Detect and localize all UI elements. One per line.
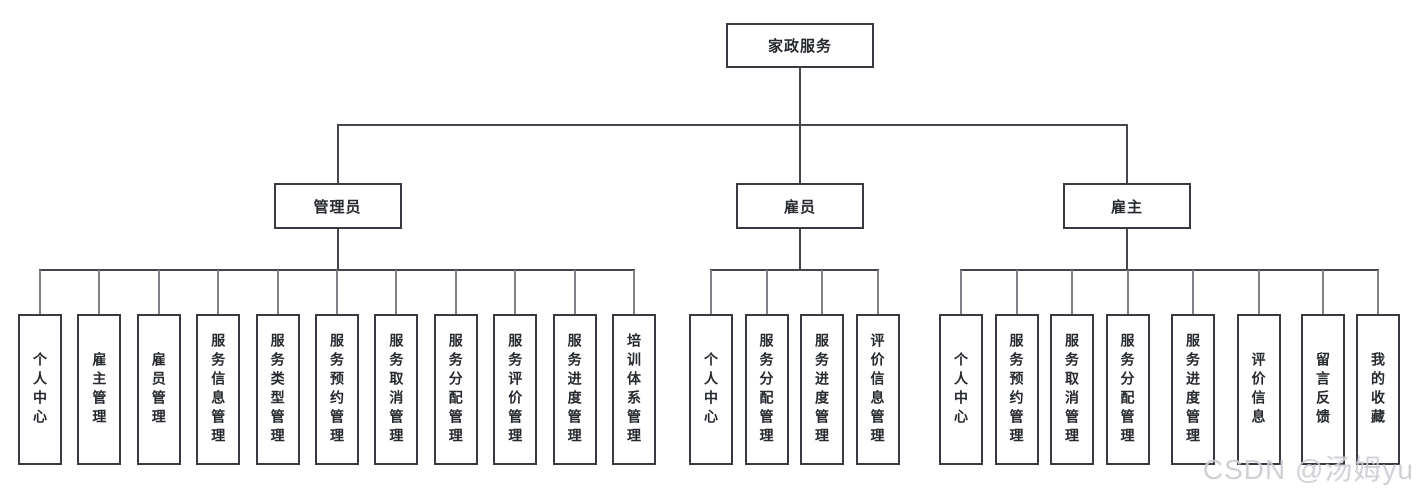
leaf-node: 服务类型管理 xyxy=(255,314,300,465)
leaf-node-label: 服务分配管理 xyxy=(447,332,464,447)
connector-line xyxy=(1126,229,1128,270)
leaf-node: 服务进度管理 xyxy=(800,314,844,465)
leaf-node-label: 服务取消管理 xyxy=(388,332,405,447)
leaf-node: 服务信息管理 xyxy=(196,314,241,465)
connector-line xyxy=(1377,270,1379,314)
leaf-node: 雇员管理 xyxy=(136,314,181,465)
leaf-node: 评价信息 xyxy=(1236,314,1281,465)
connector-line xyxy=(39,270,41,314)
connector-line xyxy=(454,270,457,314)
connector-line xyxy=(276,270,279,314)
root-node: 家政服务 xyxy=(726,23,874,68)
branch-node-label: 雇员 xyxy=(783,198,816,216)
connector-line xyxy=(633,270,635,314)
leaf-node-label: 个人中心 xyxy=(32,351,48,428)
leaf-node-label: 个人中心 xyxy=(703,351,719,428)
connector-line xyxy=(157,270,160,314)
leaf-node-label: 服务评价管理 xyxy=(507,332,524,447)
connector-line xyxy=(1257,270,1260,314)
leaf-node-label: 服务预约管理 xyxy=(1008,332,1025,447)
leaf-node-label: 服务预约管理 xyxy=(329,332,345,447)
connector-line xyxy=(98,270,101,314)
leaf-node: 服务进度管理 xyxy=(1171,314,1215,465)
leaf-node-label: 留言反馈 xyxy=(1315,351,1331,428)
leaf-node: 留言反馈 xyxy=(1301,314,1345,465)
leaf-node-label: 服务进度管理 xyxy=(1185,332,1201,447)
leaf-node: 服务分配管理 xyxy=(1105,314,1150,465)
leaf-node-label: 培训体系管理 xyxy=(626,332,642,447)
leaf-node-label: 服务分配管理 xyxy=(1119,332,1136,447)
connector-line xyxy=(710,269,879,271)
branch-node: 雇员 xyxy=(736,183,864,229)
leaf-node-label: 评价信息管理 xyxy=(869,332,886,447)
root-node-label: 家政服务 xyxy=(767,38,832,55)
connector-line xyxy=(395,270,398,314)
connector-line xyxy=(514,270,517,314)
leaf-node: 服务进度管理 xyxy=(552,314,597,465)
branch-node-label: 管理员 xyxy=(313,198,362,216)
connector-line xyxy=(573,270,576,314)
branch-node: 管理员 xyxy=(273,183,402,229)
leaf-node: 我的收藏 xyxy=(1356,314,1400,465)
leaf-node: 个人中心 xyxy=(939,314,983,465)
leaf-node: 服务取消管理 xyxy=(374,314,419,465)
connector-line xyxy=(1192,270,1194,314)
leaf-node: 服务分配管理 xyxy=(433,314,478,465)
branch-node: 雇主 xyxy=(1063,183,1191,229)
leaf-node-label: 雇员管理 xyxy=(150,351,167,428)
leaf-node: 雇主管理 xyxy=(77,314,122,465)
connector-line xyxy=(799,229,801,270)
leaf-node-label: 雇主管理 xyxy=(91,351,108,428)
leaf-node: 服务取消管理 xyxy=(1050,314,1094,465)
connector-line xyxy=(821,270,823,314)
connector-line xyxy=(1126,125,1128,183)
leaf-node: 服务评价管理 xyxy=(493,314,538,465)
leaf-node: 评价信息管理 xyxy=(855,314,900,465)
leaf-node-label: 我的收藏 xyxy=(1370,351,1386,428)
leaf-node: 个人中心 xyxy=(689,314,733,465)
connector-line xyxy=(876,270,879,314)
leaf-node-label: 服务进度管理 xyxy=(814,332,830,447)
leaf-node-label: 服务信息管理 xyxy=(210,332,227,447)
leaf-node-label: 服务取消管理 xyxy=(1064,332,1080,447)
watermark: CSDN @汤姆yu xyxy=(1202,454,1414,485)
connector-line xyxy=(1126,270,1129,314)
leaf-node: 培训体系管理 xyxy=(612,314,656,465)
leaf-node: 服务预约管理 xyxy=(315,314,359,465)
leaf-node-label: 评价信息 xyxy=(1250,351,1267,428)
branch-node-label: 雇主 xyxy=(1110,198,1143,216)
connector-line xyxy=(799,125,801,183)
connector-line xyxy=(1015,270,1018,314)
leaf-node-label: 服务类型管理 xyxy=(269,332,286,447)
connector-line xyxy=(799,68,801,125)
leaf-node-label: 个人中心 xyxy=(953,351,969,428)
connector-line xyxy=(336,270,338,314)
connector-line xyxy=(1322,270,1324,314)
connector-line xyxy=(217,270,220,314)
connector-line xyxy=(336,124,1128,126)
connector-line xyxy=(765,270,768,314)
connector-line xyxy=(336,125,339,183)
connector-line xyxy=(710,270,712,314)
leaf-node: 服务预约管理 xyxy=(994,314,1039,465)
leaf-node-label: 服务分配管理 xyxy=(758,332,775,447)
leaf-node-label: 服务进度管理 xyxy=(566,332,583,447)
connector-line xyxy=(960,269,1379,271)
connector-line xyxy=(960,270,962,314)
leaf-node: 个人中心 xyxy=(18,314,62,465)
connector-line xyxy=(336,229,339,270)
leaf-node: 服务分配管理 xyxy=(744,314,789,465)
connector-line xyxy=(1071,270,1073,314)
